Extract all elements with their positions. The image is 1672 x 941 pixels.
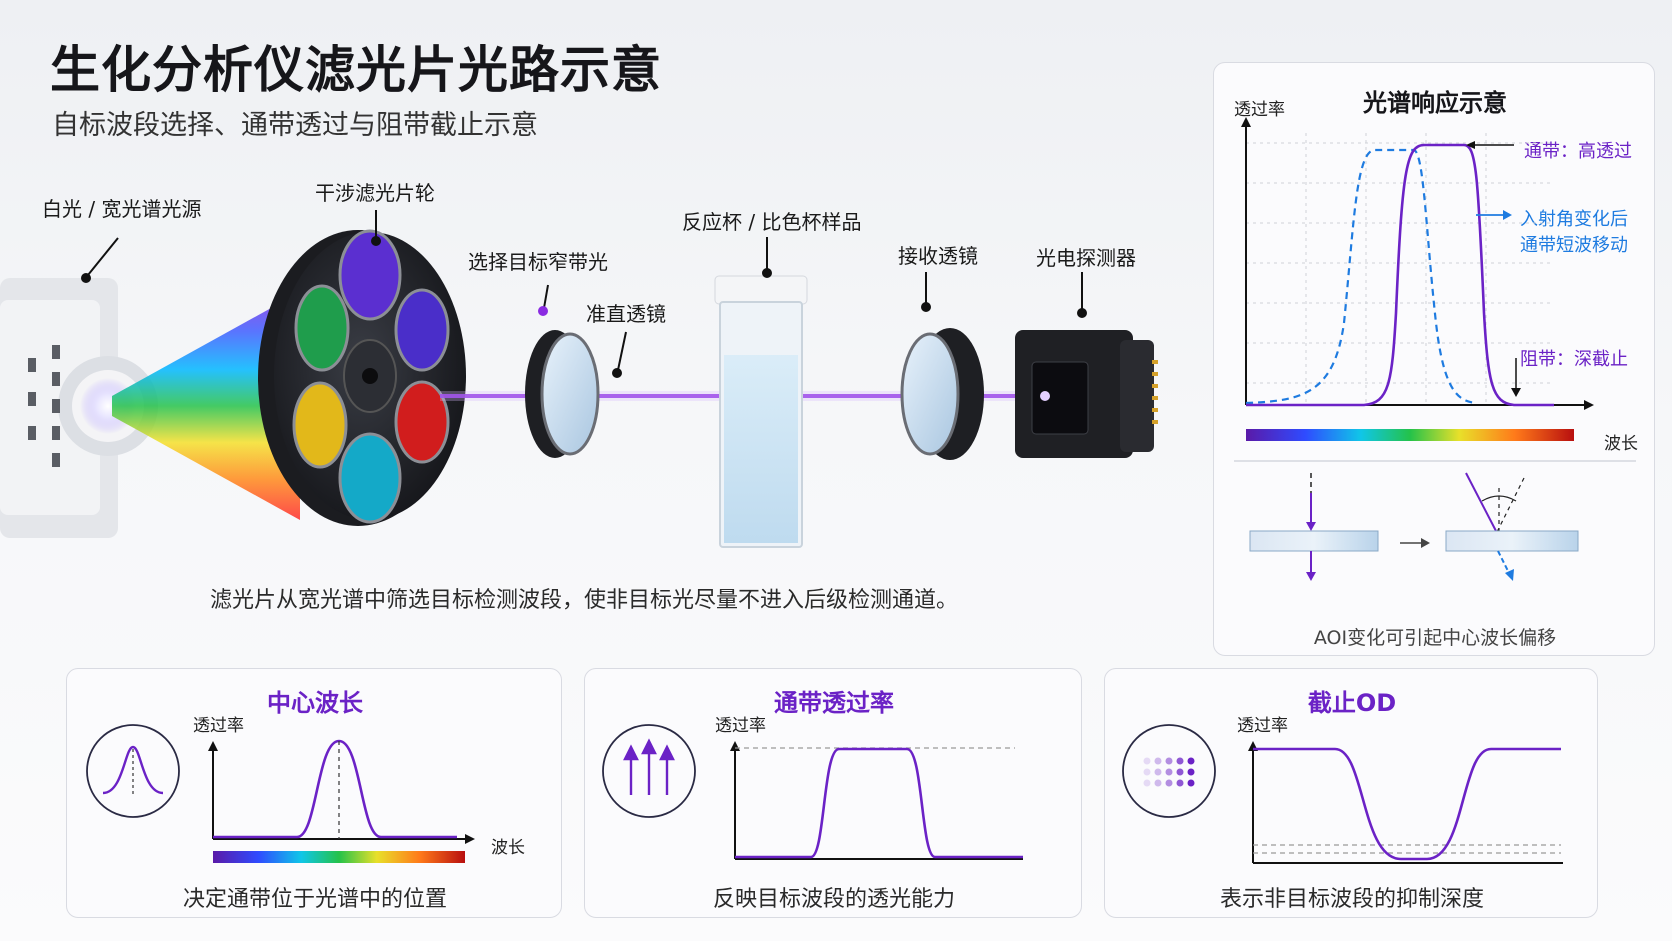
passband-transmission-chart: [602, 724, 1023, 860]
collimating-lens: [525, 330, 600, 458]
light-source-label: 白光 / 宽光谱光源: [42, 197, 202, 221]
cutoff-od-title: 截止OD: [1307, 689, 1397, 717]
cutoff-od-note: 表示非目标波段的抑制深度: [1219, 887, 1484, 912]
dot-grid-icon: [1122, 724, 1216, 818]
filter-plate-tilted: [1445, 530, 1579, 552]
detector-body: [1015, 330, 1158, 458]
up-arrows-icon: [602, 724, 696, 818]
page-title: 生化分析仪滤光片光路示意: [50, 41, 662, 99]
center-wavelength-panel: 中心波长 透过率 波长 决定通带位于光谱中的位置: [66, 668, 562, 918]
aoi-note: AOI变化可引起中心波长偏移: [1313, 627, 1557, 649]
center-wavelength-x-label: 波长: [491, 838, 525, 858]
diagram-caption: 滤光片从宽光谱中筛选目标检测波段，使非目标光尽量不进入后级检测通道。: [210, 588, 959, 613]
passband-transmission-title: 通带透过率: [774, 689, 894, 717]
cutoff-od-panel: 截止OD 透过率 表示非目标波段的抑制深度: [1104, 668, 1598, 918]
passband-transmission-y-label: 透过率: [715, 716, 766, 736]
page-subtitle: 自标波段选择、通带透过与阻带截止示意: [52, 110, 538, 141]
spectral-response-chart: [1234, 117, 1636, 581]
shifted-passband-curve: [1245, 148, 1477, 405]
filter-plate-normal: [1249, 530, 1379, 552]
filter-wheel-label: 干涉滤光片轮: [315, 181, 435, 205]
passband-note: 通带：高透过: [1524, 141, 1632, 162]
cuvette: [714, 275, 808, 548]
spectral-response-panel: 光谱响应示意 透过率 波长 通带：高透过 入射角变化后 通带短波移动 阻带：深截…: [1213, 62, 1655, 656]
stopband-note: 阻带：深截止: [1520, 349, 1628, 370]
center-wavelength-chart: [86, 724, 475, 863]
broadband-light-fan: [112, 292, 300, 520]
spectral-panel-title: 光谱响应示意: [1363, 89, 1507, 117]
narrow-band-label: 选择目标窄带光: [468, 250, 608, 274]
passband-transmission-panel: 通带透过率 透过率 反映目标波段的透光能力: [584, 668, 1082, 918]
receiving-lens-label: 接收透镜: [898, 244, 978, 268]
spectrum-bar: [1246, 429, 1574, 441]
collimating-lens-label: 准直透镜: [586, 302, 666, 326]
cutoff-od-chart: [1122, 724, 1563, 864]
spectral-x-label: 波长: [1604, 434, 1638, 454]
spectral-y-label: 透过率: [1234, 100, 1285, 120]
shift-note-line1: 入射角变化后: [1520, 209, 1628, 230]
detector-label: 光电探测器: [1036, 246, 1136, 270]
receiving-lens: [900, 328, 984, 460]
center-wavelength-y-label: 透过率: [193, 716, 244, 736]
cuvette-label: 反应杯 / 比色杯样品: [682, 210, 862, 234]
passband-curve: [1246, 143, 1554, 407]
cutoff-od-y-label: 透过率: [1237, 716, 1288, 736]
passband-transmission-note: 反映目标波段的透光能力: [712, 887, 955, 912]
filter-wheel: [258, 229, 466, 526]
center-wavelength-title: 中心波长: [267, 689, 363, 717]
shift-note-line2: 通带短波移动: [1520, 235, 1628, 256]
center-wavelength-note: 决定通带位于光谱中的位置: [182, 887, 447, 912]
gaussian-curve-icon: [86, 724, 180, 818]
